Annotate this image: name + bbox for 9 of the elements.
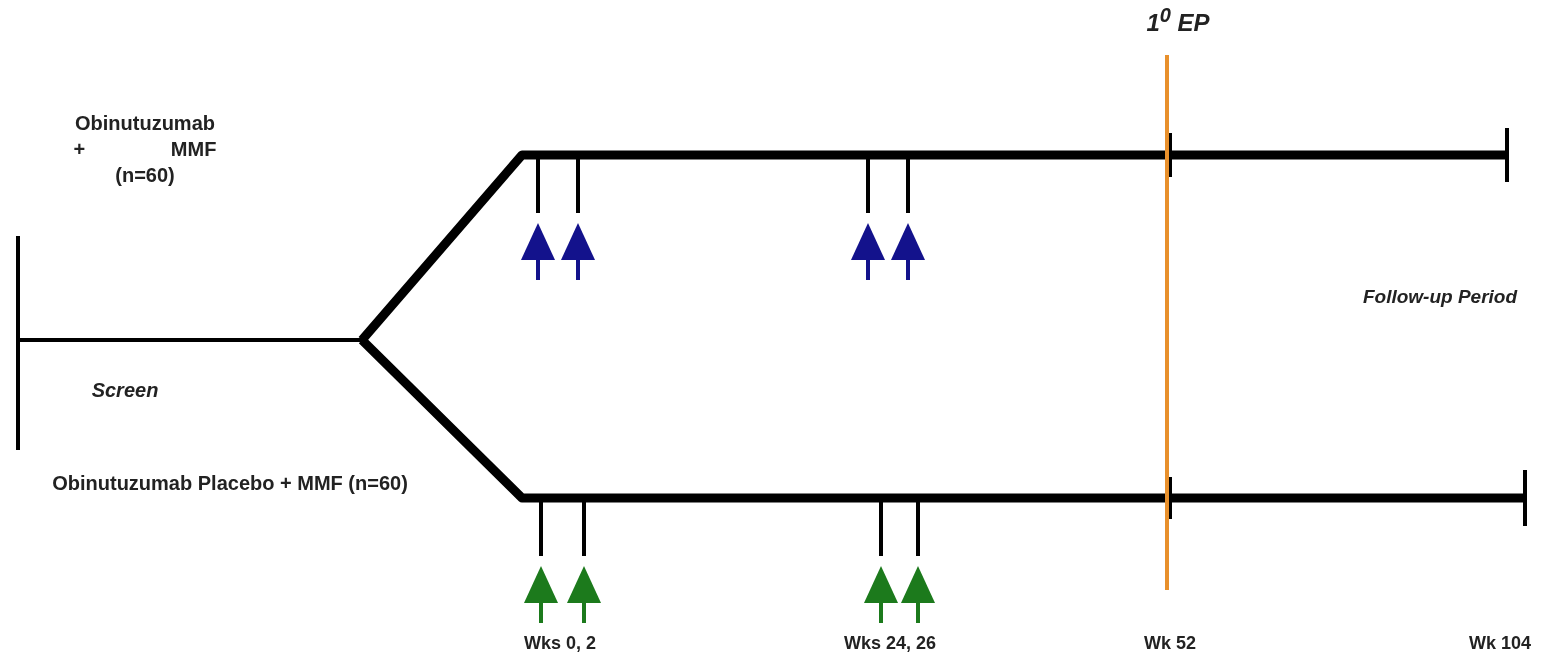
arm-label: Obinutuzumab + MMF (n=60) xyxy=(72,111,218,188)
week-label: Wk 104 xyxy=(1467,632,1532,655)
week-label: Wks 24, 26 xyxy=(842,632,938,655)
endpoint-label: 1$^{0}$ EP xyxy=(1145,3,1211,36)
week-label: Wk 52 xyxy=(1143,632,1197,655)
arm-label: Obinutuzumab Placebo + MMF (n=60) xyxy=(51,471,409,496)
period-label: Screen xyxy=(90,378,160,403)
period-label: Follow-up Period xyxy=(1361,285,1519,309)
week-label: Wks 0, 2 xyxy=(522,632,597,655)
